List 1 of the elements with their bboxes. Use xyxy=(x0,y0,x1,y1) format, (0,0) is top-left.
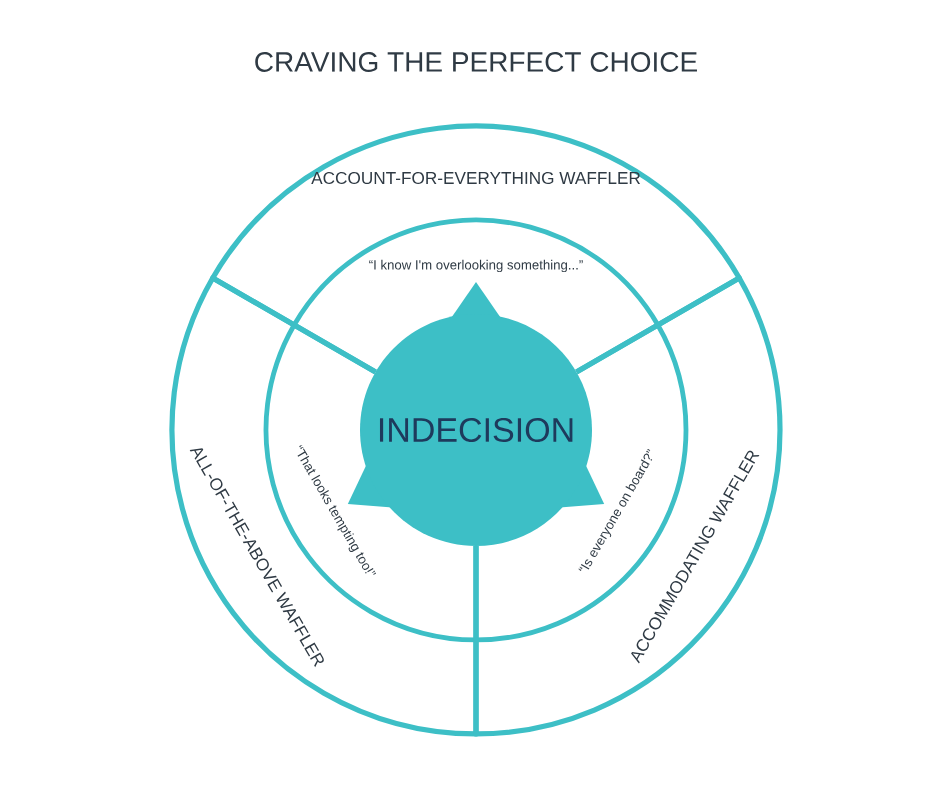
title: CRAVING THE PERFECT CHOICE xyxy=(255,52,697,72)
